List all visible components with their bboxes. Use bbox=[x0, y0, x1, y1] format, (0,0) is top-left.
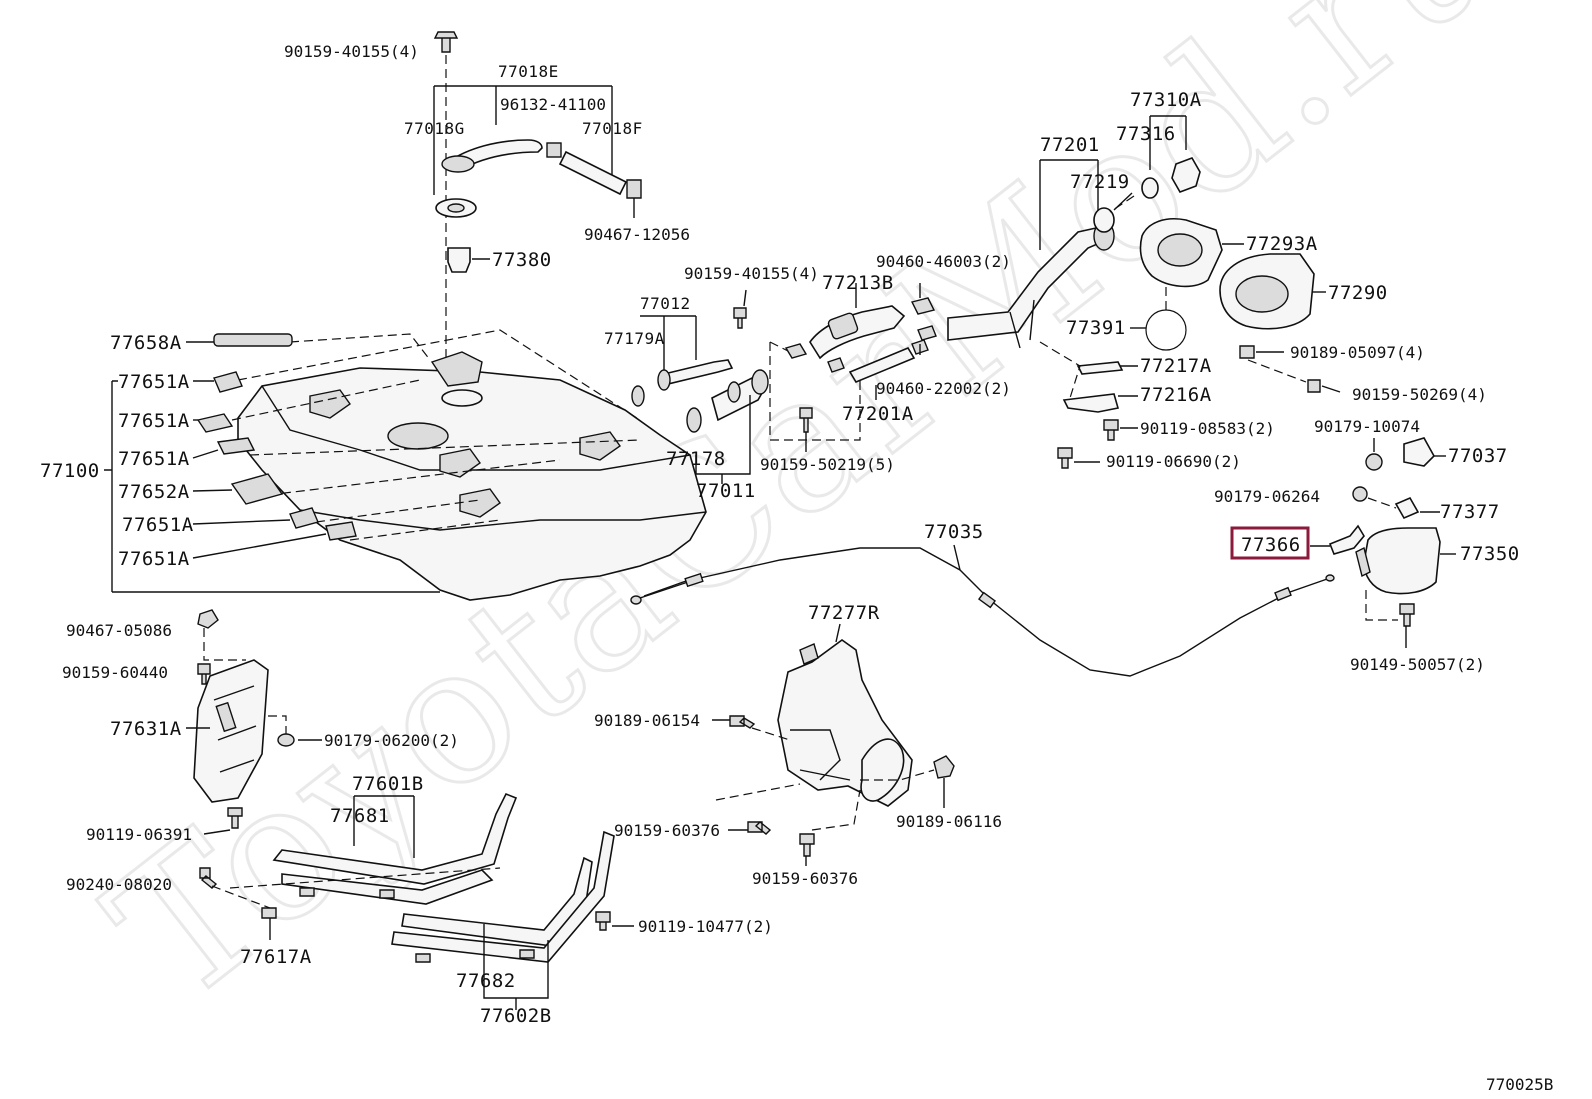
label-77216A[interactable]: 77216A bbox=[1140, 384, 1212, 406]
label-90159-60376-b[interactable]: 90159-60376 bbox=[752, 869, 858, 888]
label-77617A[interactable]: 77617A bbox=[240, 946, 312, 968]
label-90189-05097[interactable]: 90189-05097(4) bbox=[1290, 343, 1425, 362]
label-77018E[interactable]: 77018E bbox=[498, 62, 559, 81]
label-90159-60376-a[interactable]: 90159-60376 bbox=[614, 821, 720, 840]
label-77651A-1[interactable]: 77651A bbox=[118, 371, 190, 393]
label-90179-06200[interactable]: 90179-06200(2) bbox=[324, 731, 459, 750]
label-96132-41100[interactable]: 96132-41100 bbox=[500, 95, 606, 114]
label-77217A[interactable]: 77217A bbox=[1140, 355, 1212, 377]
label-90179-06264[interactable]: 90179-06264 bbox=[1214, 487, 1320, 506]
label-77011[interactable]: 77011 bbox=[696, 480, 756, 502]
highlight-box bbox=[1230, 526, 1310, 560]
label-77658A[interactable]: 77658A bbox=[110, 332, 182, 354]
label-90119-10477[interactable]: 90119-10477(2) bbox=[638, 917, 773, 936]
bolt-icon bbox=[433, 31, 459, 53]
label-77290[interactable]: 77290 bbox=[1328, 282, 1388, 304]
label-77219[interactable]: 77219 bbox=[1070, 171, 1130, 193]
protector-group bbox=[186, 609, 322, 835]
figure-code: 770025B bbox=[1486, 1075, 1553, 1094]
label-90159-50219[interactable]: 90159-50219(5) bbox=[760, 455, 895, 474]
label-77037[interactable]: 77037 bbox=[1448, 445, 1508, 467]
label-77035[interactable]: 77035 bbox=[924, 521, 984, 543]
label-90119-08583[interactable]: 90119-08583(2) bbox=[1140, 419, 1275, 438]
label-77377[interactable]: 77377 bbox=[1440, 501, 1500, 523]
label-77651A-5[interactable]: 77651A bbox=[118, 548, 190, 570]
label-90189-06154[interactable]: 90189-06154 bbox=[594, 711, 700, 730]
label-90149-50057[interactable]: 90149-50057(2) bbox=[1350, 655, 1485, 674]
label-77651A-4[interactable]: 77651A bbox=[122, 514, 194, 536]
wheelhouse-group bbox=[712, 623, 955, 866]
label-77178[interactable]: 77178 bbox=[666, 448, 726, 470]
label-90189-06116[interactable]: 90189-06116 bbox=[896, 812, 1002, 831]
label-77018G[interactable]: 77018G bbox=[404, 119, 465, 138]
label-77601B[interactable]: 77601B bbox=[352, 773, 424, 795]
filler-neck-group bbox=[947, 115, 1456, 648]
label-77602B[interactable]: 77602B bbox=[480, 1005, 552, 1027]
pump-sender-group bbox=[433, 31, 642, 380]
label-90159-40155-mid[interactable]: 90159-40155(4) bbox=[684, 264, 819, 283]
label-77293A[interactable]: 77293A bbox=[1246, 233, 1318, 255]
label-90159-60440[interactable]: 90159-60440 bbox=[62, 663, 168, 682]
label-90460-22002[interactable]: 90460-22002(2) bbox=[876, 379, 1011, 398]
label-77310A[interactable]: 77310A bbox=[1130, 89, 1202, 111]
label-77012[interactable]: 77012 bbox=[640, 294, 691, 313]
label-77380[interactable]: 77380 bbox=[492, 249, 552, 271]
label-90179-10074[interactable]: 90179-10074 bbox=[1314, 417, 1420, 436]
part-labels: 90159-40155(4) 77018E 96132-41100 77018G… bbox=[40, 42, 1553, 1094]
label-90119-06391[interactable]: 90119-06391 bbox=[86, 825, 192, 844]
label-77316[interactable]: 77316 bbox=[1116, 123, 1176, 145]
label-90460-46003[interactable]: 90460-46003(2) bbox=[876, 252, 1011, 271]
opener-cable-group bbox=[630, 544, 1335, 677]
filler-hoses-group bbox=[631, 283, 937, 484]
fuel-tank-group bbox=[104, 329, 707, 601]
label-77201A[interactable]: 77201A bbox=[842, 403, 914, 425]
label-90159-50269[interactable]: 90159-50269(4) bbox=[1352, 385, 1487, 404]
label-77652A[interactable]: 77652A bbox=[118, 481, 190, 503]
label-77350[interactable]: 77350 bbox=[1460, 543, 1520, 565]
label-77631A[interactable]: 77631A bbox=[110, 718, 182, 740]
label-77213B[interactable]: 77213B bbox=[822, 272, 894, 294]
label-77682[interactable]: 77682 bbox=[456, 970, 516, 992]
label-77201[interactable]: 77201 bbox=[1040, 134, 1100, 156]
label-90159-40155-top[interactable]: 90159-40155(4) bbox=[284, 42, 419, 61]
label-77179A[interactable]: 77179A bbox=[604, 329, 665, 348]
label-77366[interactable]: 77366 bbox=[1241, 534, 1301, 556]
label-77651A-3[interactable]: 77651A bbox=[118, 448, 190, 470]
label-77018F[interactable]: 77018F bbox=[582, 119, 643, 138]
label-90240-08020[interactable]: 90240-08020 bbox=[66, 875, 172, 894]
label-77651A-2[interactable]: 77651A bbox=[118, 410, 190, 432]
label-90119-06690[interactable]: 90119-06690(2) bbox=[1106, 452, 1241, 471]
label-90467-05086[interactable]: 90467-05086 bbox=[66, 621, 172, 640]
label-77681[interactable]: 77681 bbox=[330, 805, 390, 827]
watermark: ToyotaCarMod.ru bbox=[72, 0, 1541, 1045]
label-77277R[interactable]: 77277R bbox=[808, 602, 880, 624]
label-77391[interactable]: 77391 bbox=[1066, 317, 1126, 339]
tank-bands-group bbox=[199, 792, 634, 1010]
label-90467-12056[interactable]: 90467-12056 bbox=[584, 225, 690, 244]
label-77100[interactable]: 77100 bbox=[40, 460, 100, 482]
